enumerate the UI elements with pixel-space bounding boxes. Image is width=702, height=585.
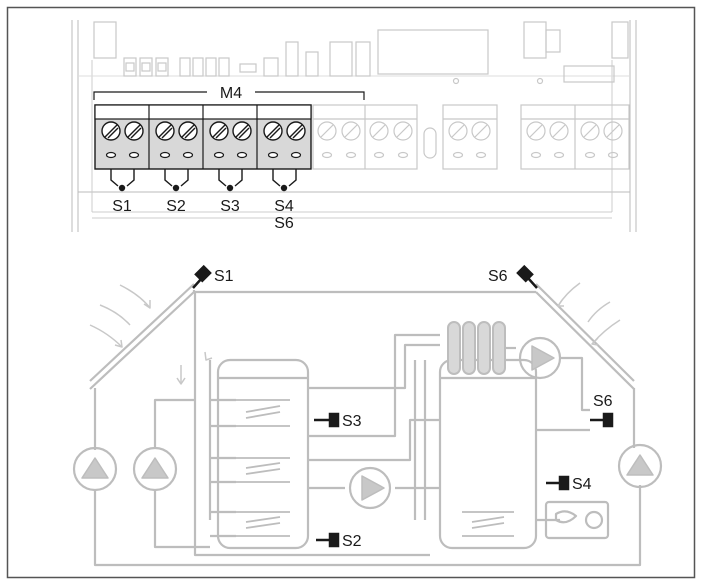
sensor-wire-dots [118, 184, 288, 192]
sensor-label-s4: S4 [572, 476, 592, 493]
board-components [93, 21, 629, 85]
pipe-mid-1 [308, 333, 440, 438]
coil-lower [236, 511, 290, 537]
m4-bracket [93, 91, 365, 100]
pump-middle [348, 466, 392, 510]
screw [155, 121, 175, 141]
sensors [192, 264, 614, 548]
coil-upper [236, 399, 290, 427]
sensor-label-s2: S2 [342, 533, 362, 550]
terminal-block-m4 [94, 104, 312, 170]
pump-left-inner [132, 446, 178, 492]
coil-middle [236, 457, 290, 483]
terminal-label-s6: S6 [274, 215, 294, 232]
collector-right [535, 283, 635, 390]
terminal-label-s3: S3 [220, 198, 240, 215]
m4-label: M4 [220, 85, 242, 102]
sensor-label-s6-collector: S6 [488, 268, 508, 285]
hydraulic-schematic [72, 282, 663, 567]
terminal-label-s1: S1 [112, 198, 132, 215]
screw [209, 121, 229, 141]
sensor-s6-top-probe [516, 264, 538, 289]
boiler [544, 500, 610, 540]
sensor-s3-probe [314, 412, 340, 428]
screw [101, 121, 121, 141]
tank-left [216, 358, 310, 550]
sensor-s4-probe [546, 475, 570, 491]
sun-rays [89, 282, 621, 385]
pipe-left-inner [153, 292, 197, 448]
controller-board: M4 [71, 20, 637, 232]
sensor-s2-probe [316, 532, 340, 548]
sensor-label-s3: S3 [342, 413, 362, 430]
terminal-label-s2: S2 [166, 198, 186, 215]
terminal-holes [105, 151, 302, 159]
sensor-label-s1: S1 [214, 268, 234, 285]
faded-terminals [312, 104, 630, 170]
terminal-label-s4: S4 [274, 198, 294, 215]
screw [232, 121, 252, 141]
pipe-left-outer-lower [93, 485, 642, 567]
pipe-left-inner-lower [153, 490, 210, 549]
terminal-screws [101, 121, 306, 141]
sensor-s1-probe [192, 264, 212, 289]
screw [178, 121, 198, 141]
sensor-wires [110, 169, 297, 187]
pipe-mid-3 [308, 418, 440, 462]
collector-left [89, 283, 195, 390]
outer-frame [6, 6, 696, 579]
sensor-s6-right-probe [590, 412, 614, 428]
screw [263, 121, 283, 141]
screw [286, 121, 306, 141]
pump-left-outer [72, 446, 118, 492]
sensor-label-s6-return: S6 [593, 393, 613, 410]
pipe-mid-2 [308, 343, 440, 390]
screw [124, 121, 144, 141]
pipe-top [192, 290, 536, 294]
coil-right [462, 511, 514, 537]
pipe-left-4 [193, 400, 430, 557]
radiator [447, 321, 506, 375]
pump-right [617, 443, 663, 489]
